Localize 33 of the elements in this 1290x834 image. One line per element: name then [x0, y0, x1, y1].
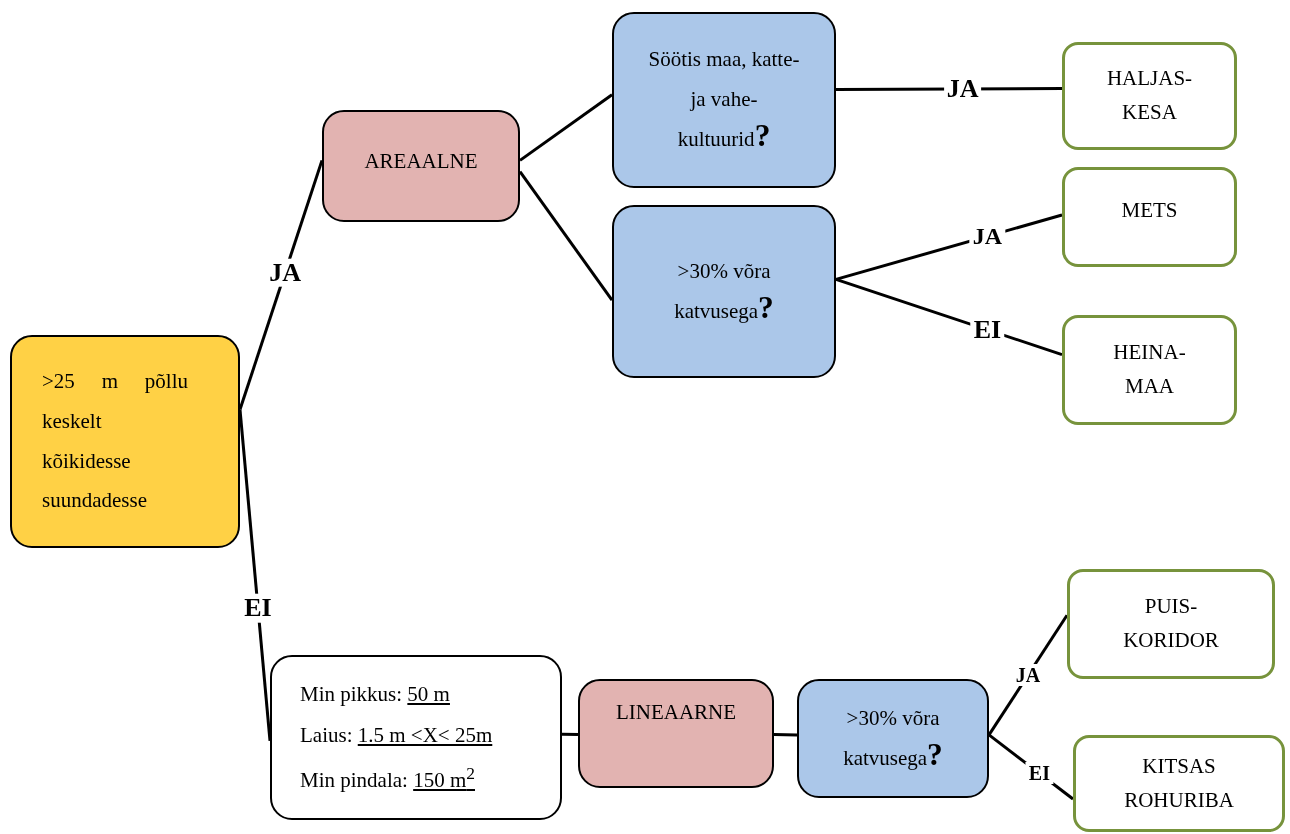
- decision-box: [612, 205, 836, 378]
- connector-line: [238, 409, 272, 741]
- connector-line: [238, 159, 324, 410]
- node-label: >30% võra katvusega?: [673, 257, 775, 327]
- decision-box: [797, 679, 989, 798]
- criterion-text: Laius: 1.5 m <X< 25m: [300, 722, 494, 750]
- connector-line: [518, 170, 614, 302]
- result-box: [1062, 167, 1237, 267]
- result-box: [1062, 315, 1237, 425]
- result-box: [1062, 42, 1237, 150]
- node-label: >25 m põllu keskelt kõikidesse suundadesse: [42, 367, 188, 515]
- node-label: LINEAARNE: [615, 699, 737, 726]
- node-label: Söötis maa, katte- ja vahe- kultuurid?: [647, 46, 801, 155]
- node-label: PUIS- KORIDOR: [1122, 593, 1220, 654]
- node-label: HALJAS- KESA: [1105, 65, 1194, 126]
- criterion-text: Min pindala: 150 m$^{2}$: [300, 761, 476, 794]
- result-box: [1067, 569, 1275, 679]
- node-label: AREAALNE: [364, 148, 478, 175]
- node-label: >30% võra katvusega?: [842, 704, 944, 774]
- node-label: HEINA- MAA: [1112, 339, 1187, 400]
- result-box: [1073, 735, 1285, 832]
- edge-label: EI: [1025, 762, 1053, 785]
- connector-line: [773, 733, 798, 737]
- connector-line: [519, 93, 613, 162]
- category-box: [578, 679, 774, 788]
- criteria-box: [270, 655, 562, 820]
- connector-line: [561, 732, 579, 737]
- start-box: [10, 335, 240, 548]
- criterion-text: Min pikkus: 50 m: [300, 681, 451, 709]
- decision-box: [612, 12, 836, 188]
- node-label: METS: [1121, 197, 1178, 224]
- node-label: KITSAS ROHURIBA: [1123, 752, 1235, 814]
- category-box: [322, 110, 520, 222]
